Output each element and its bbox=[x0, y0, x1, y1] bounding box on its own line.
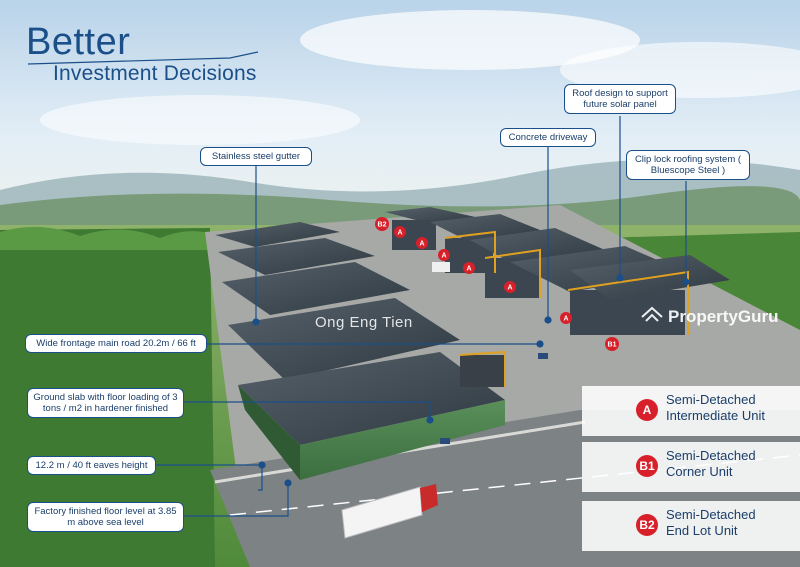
legend-item-a: A Semi-Detached Intermediate Unit bbox=[582, 386, 800, 436]
callout-floor-level: Factory finished floor level at 3.85 m a… bbox=[27, 502, 184, 532]
headline-title: Better bbox=[26, 21, 131, 63]
callout-clip-lock-roofing: Clip lock roofing system ( Bluescope Ste… bbox=[626, 150, 750, 180]
headline: Better Investment Decisions bbox=[26, 22, 257, 86]
legend-badge: A bbox=[636, 399, 658, 421]
car-icon bbox=[538, 353, 548, 359]
van-icon bbox=[432, 262, 450, 272]
marker-a: A bbox=[466, 266, 471, 273]
marker-a: A bbox=[419, 241, 424, 248]
marker-a: A bbox=[441, 253, 446, 260]
callout-ground-slab: Ground slab with floor loading of 3 tons… bbox=[27, 388, 184, 418]
callout-eaves-height: 12.2 m / 40 ft eaves height bbox=[27, 456, 156, 475]
legend-badge: B2 bbox=[636, 514, 658, 536]
headline-subtitle: Investment Decisions bbox=[53, 62, 257, 85]
legend-item-b2: B2 Semi-Detached End Lot Unit bbox=[582, 501, 800, 551]
callout-concrete-driveway: Concrete driveway bbox=[500, 128, 596, 147]
propertyguru-logo-icon bbox=[641, 306, 663, 322]
marker-a: A bbox=[507, 285, 512, 292]
callout-frontage-road: Wide frontage main road 20.2m / 66 ft bbox=[25, 334, 207, 353]
legend-type: Semi-Detached bbox=[666, 448, 756, 463]
marker-a: A bbox=[397, 230, 402, 237]
warehouse-row-left bbox=[215, 222, 506, 480]
legend-unit: Intermediate Unit bbox=[666, 408, 765, 423]
car-icon bbox=[440, 438, 450, 444]
legend-item-b1: B1 Semi-Detached Corner Unit bbox=[582, 442, 800, 492]
legend-unit: End Lot Unit bbox=[666, 523, 738, 538]
truck-icon bbox=[341, 484, 438, 539]
callout-roof-solar: Roof design to support future solar pane… bbox=[564, 84, 676, 114]
legend-badge: B1 bbox=[636, 455, 658, 477]
callout-stainless-gutter: Stainless steel gutter bbox=[200, 147, 312, 166]
propertyguru-watermark: PropertyGuru bbox=[668, 307, 779, 326]
agent-watermark: Ong Eng Tien bbox=[315, 314, 413, 331]
legend-unit: Corner Unit bbox=[666, 464, 733, 479]
marker-b1: B1 bbox=[608, 342, 617, 349]
marker-b2: B2 bbox=[378, 222, 387, 229]
marker-a: A bbox=[563, 316, 568, 323]
two-storey-units-right bbox=[385, 207, 730, 335]
legend-type: Semi-Detached bbox=[666, 392, 756, 407]
legend-type: Semi-Detached bbox=[666, 507, 756, 522]
